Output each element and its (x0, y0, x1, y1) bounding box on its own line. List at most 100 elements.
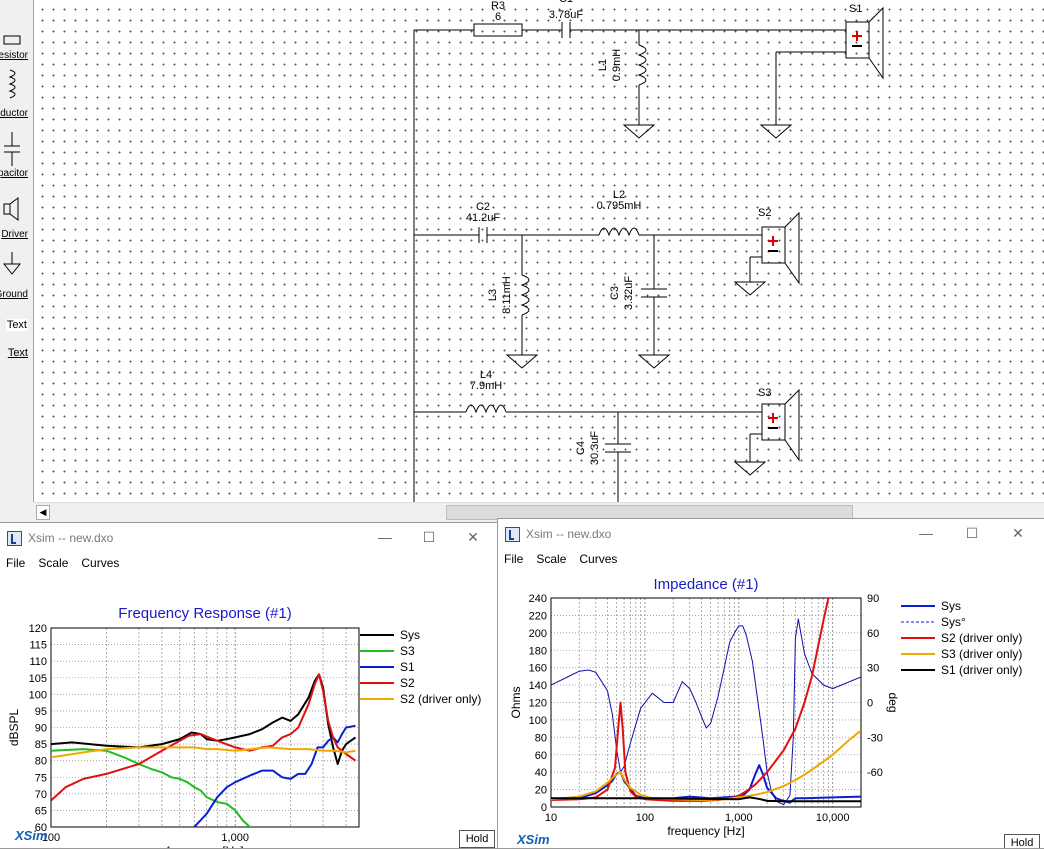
menu-file[interactable]: File (504, 552, 524, 566)
menu-scale[interactable]: Scale (38, 556, 69, 570)
legend-label: Sys° (941, 615, 966, 629)
frequency-response-chart[interactable]: Frequency Response (#1)60657075808590951… (0, 573, 497, 848)
y-tick-label: 20 (535, 785, 547, 797)
component-toolbox: Resistor Inductor Capacitor Driver Groun… (0, 0, 34, 502)
y-tick-label: 70 (35, 789, 47, 801)
menu-curves[interactable]: Curves (81, 556, 120, 570)
minimize-icon[interactable]: — (378, 529, 392, 545)
series-line-sys- (551, 618, 861, 806)
l3-value: 8.11mH (501, 276, 513, 314)
window-title: Xsim -- new.dxo (526, 527, 612, 541)
toolbox-label: Text (7, 347, 28, 359)
x-tick-label: 1,000 (725, 812, 753, 824)
impedance-chart[interactable]: Impedance (#1)02040608010012014016018020… (498, 569, 1044, 848)
y-tick-label: 240 (529, 593, 547, 605)
menu-file[interactable]: File (6, 556, 26, 570)
legend-label: S2 (400, 676, 415, 690)
menu-scale[interactable]: Scale (536, 552, 567, 566)
c2-name: C2 (476, 201, 490, 213)
l4-value: 7.9mH (470, 380, 502, 392)
chart-title: Frequency Response (#1) (118, 605, 291, 622)
xsim-logo: XSim (15, 828, 48, 843)
menu-curves[interactable]: Curves (579, 552, 618, 566)
y-tick-label: 110 (29, 656, 47, 668)
toolbox-text[interactable]: Text (0, 316, 32, 338)
toolbox-label: Resistor (0, 50, 28, 61)
toolbox-ground[interactable]: Ground (0, 250, 32, 306)
toolbox-resistor[interactable]: Resistor (0, 30, 32, 64)
toolbox-inductor[interactable]: Inductor (0, 66, 32, 122)
c4-value: 30.3uF (589, 431, 601, 466)
resistor-r3 (473, 23, 523, 37)
l3-name: L3 (487, 289, 499, 301)
y-tick-label: 40 (535, 767, 547, 779)
toolbox-label: Capacitor (0, 168, 28, 179)
hold-button[interactable]: Hold (459, 830, 495, 848)
x-tick-label: 10,000 (816, 812, 850, 824)
l2-value: 0.795mH (597, 200, 642, 212)
frequency-response-window: Xsim -- new.dxo — ☐ ✕ File Scale Curves Fr… (0, 522, 498, 849)
r3-value: 6 (495, 11, 501, 23)
toolbox-driver[interactable]: Driver (0, 192, 32, 246)
y-tick-label: 60 (535, 750, 547, 762)
plot-frame (550, 597, 862, 808)
x-tick-label: 100 (636, 812, 654, 824)
c1-name: C1 (559, 0, 573, 5)
maximize-icon[interactable]: ☐ (422, 529, 436, 545)
c1-value: 3.78uF (549, 9, 584, 21)
y2-tick-label: 30 (867, 663, 879, 675)
menu-bar: File Scale Curves (498, 549, 1044, 569)
minimize-icon[interactable]: — (919, 525, 933, 541)
xsim-app-icon (505, 527, 520, 542)
x-tick-label: 1,000 (221, 832, 249, 844)
y-tick-label: 220 (529, 610, 547, 622)
title-bar[interactable]: Xsim -- new.dxo — ☐ ✕ (498, 519, 1044, 549)
driver-s3 (761, 403, 786, 441)
c3-value: 3.32uF (623, 276, 635, 311)
legend-label: S2 (driver only) (400, 692, 481, 706)
y-tick-label: 80 (535, 732, 547, 744)
legend-label: S3 (driver only) (941, 647, 1022, 661)
text-icon: Text (5, 319, 28, 331)
maximize-icon[interactable]: ☐ (965, 525, 979, 541)
series-line-sys (51, 673, 357, 765)
s1-name: S1 (849, 3, 862, 15)
driver-s2 (761, 226, 786, 264)
r3-name: R3 (491, 0, 505, 12)
plot-frame (50, 627, 360, 828)
y-tick-label: 90 (35, 723, 47, 735)
y-tick-label: 200 (529, 628, 547, 640)
y-tick-label: 75 (35, 772, 47, 784)
y-tick-label: 0 (541, 802, 547, 814)
title-bar[interactable]: Xsim -- new.dxo — ☐ ✕ (0, 523, 497, 553)
y2-axis-label: deg (886, 692, 900, 712)
c4-name: C4 (575, 441, 587, 455)
y-tick-label: 100 (29, 689, 47, 701)
y-tick-label: 85 (35, 739, 47, 751)
close-icon[interactable]: ✕ (1012, 525, 1024, 541)
legend-label: S1 (driver only) (941, 663, 1022, 677)
horizontal-scrollbar[interactable]: ◀ (34, 502, 1044, 520)
legend-label: S3 (400, 644, 415, 658)
toolbox-text-link[interactable]: Text (0, 344, 32, 366)
close-icon[interactable]: ✕ (467, 529, 479, 545)
driver-icon (2, 196, 22, 225)
x-axis-label: frequency [Hz] (166, 844, 243, 848)
legend-label: Sys (400, 628, 420, 642)
schematic-canvas[interactable]: R3 6 C1 3.78uF L1 0.9mH S1 C2 41.2uF L2 … (34, 0, 1044, 502)
s2-name: S2 (758, 207, 771, 219)
chart-title: Impedance (#1) (653, 576, 758, 593)
x-tick-label: 100 (42, 832, 60, 844)
toolbox-label: Inductor (0, 108, 28, 119)
resistor-icon (2, 30, 22, 53)
capacitor-icon (2, 132, 22, 169)
toolbox-capacitor[interactable]: Capacitor (0, 128, 32, 184)
l1-name: L1 (597, 59, 609, 71)
y-axis-label: Ohms (509, 686, 523, 718)
y2-tick-label: 60 (867, 628, 879, 640)
scroll-left-icon[interactable]: ◀ (36, 505, 50, 520)
inductor-icon (2, 68, 22, 107)
series-line-s1 (193, 724, 356, 827)
y-tick-label: 115 (29, 640, 47, 652)
hold-button[interactable]: Hold (1004, 834, 1040, 848)
